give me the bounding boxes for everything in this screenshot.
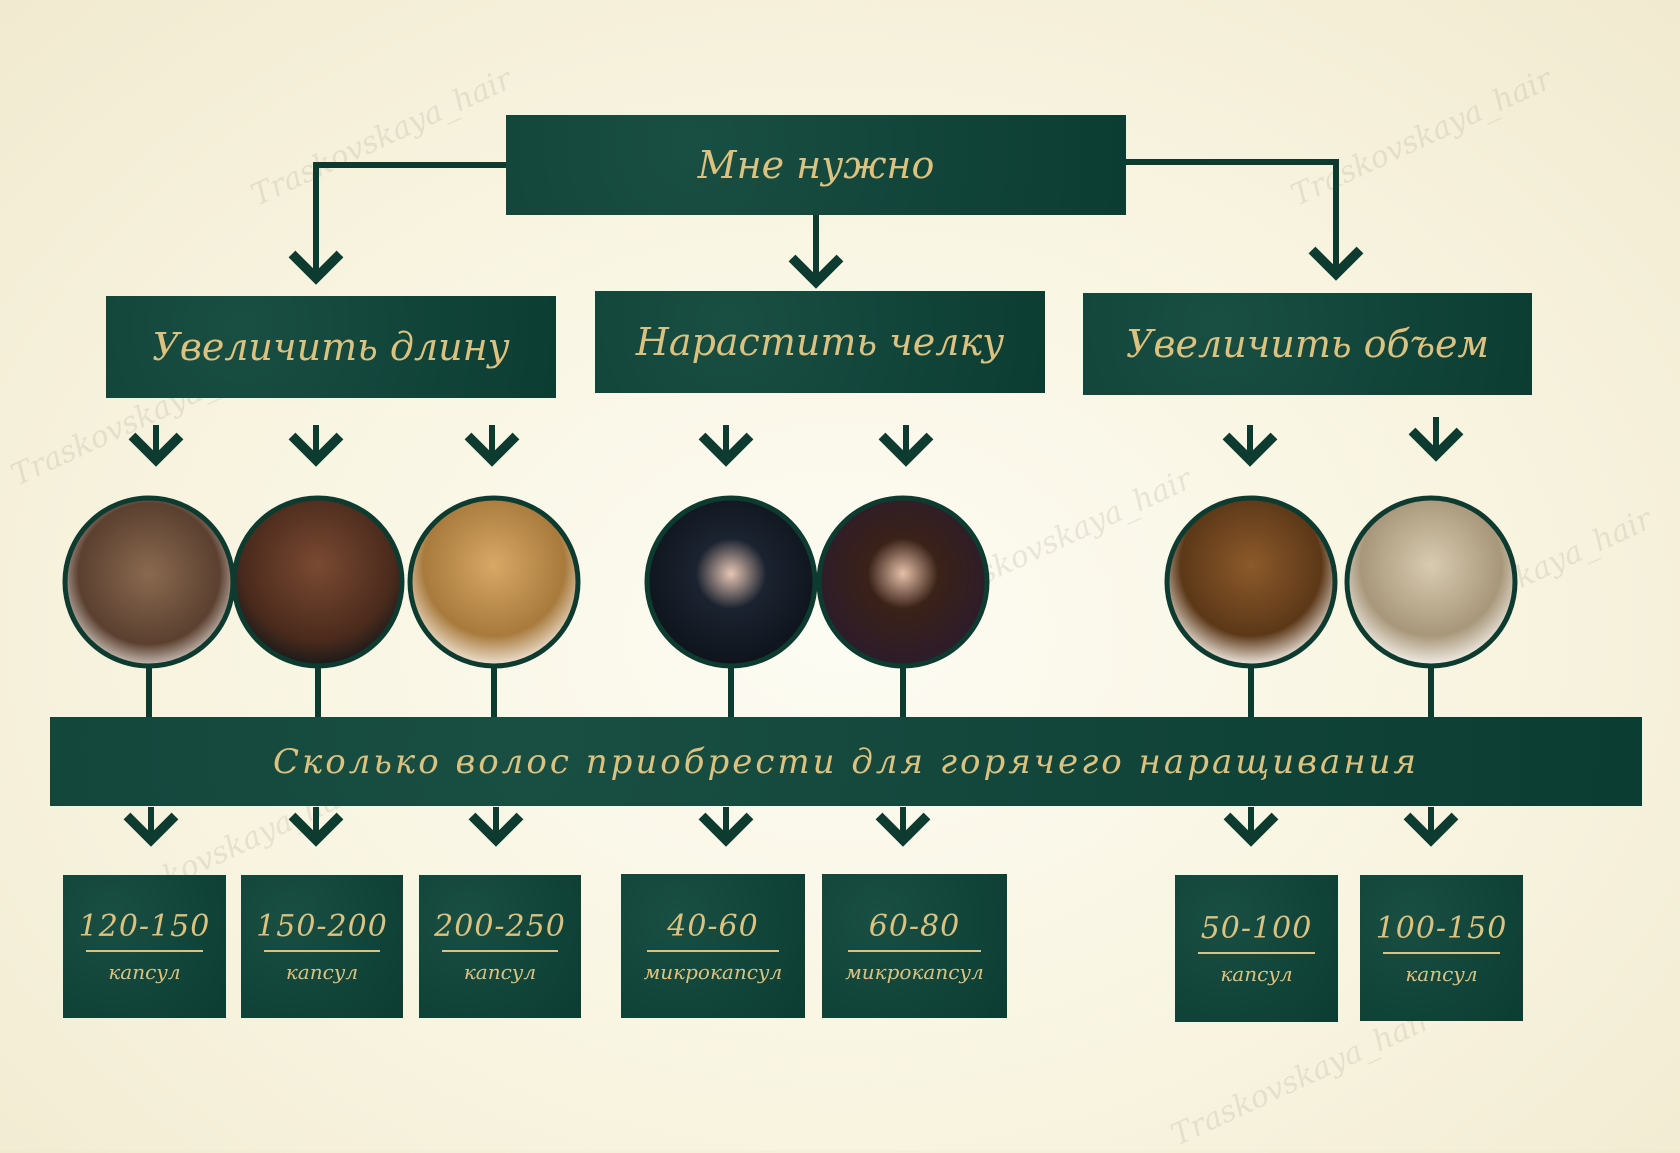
- hair-photo-bangs-dark: [644, 495, 818, 669]
- category-length-box: Увеличить длину: [106, 296, 556, 398]
- qty-divider: [847, 949, 982, 952]
- arrow-title-right: [1123, 159, 1364, 281]
- qty-box-3: 200-250 капсул: [419, 875, 581, 1018]
- band-box: Сколько волос приобрести для горячего на…: [50, 717, 1642, 806]
- qty-value: 150-200: [256, 909, 388, 944]
- arrow-title-left: [288, 162, 509, 285]
- category-bangs-label: Нарастить челку: [635, 320, 1005, 364]
- hair-photo-volume-brown: [1164, 495, 1338, 669]
- qty-value: 60-80: [868, 908, 961, 944]
- qty-value: 50-100: [1200, 911, 1313, 946]
- category-length-label: Увеличить длину: [152, 325, 510, 369]
- qty-divider: [1382, 951, 1501, 954]
- qty-divider: [263, 950, 381, 952]
- qty-unit: капсул: [1220, 962, 1293, 986]
- hair-photo-short: [407, 495, 581, 669]
- qty-divider: [1197, 952, 1316, 954]
- qty-box-2: 150-200 капсул: [241, 875, 403, 1018]
- qty-unit: микрокапсул: [643, 959, 783, 984]
- qty-unit: микрокапсул: [845, 959, 984, 984]
- category-bangs-box: Нарастить челку: [595, 291, 1045, 393]
- hair-photo-long: [62, 495, 236, 669]
- qty-unit: капсул: [1405, 961, 1478, 986]
- category-volume-label: Увеличить объем: [1125, 322, 1490, 366]
- hair-photo-bob: [231, 495, 405, 669]
- qty-value: 200-250: [434, 909, 566, 944]
- qty-divider: [646, 949, 780, 952]
- qty-value: 40-60: [667, 908, 759, 944]
- qty-box-4: 40-60 микрокапсул: [621, 874, 805, 1018]
- qty-value: 100-150: [1375, 910, 1508, 946]
- qty-box-7: 100-150 капсул: [1360, 875, 1523, 1021]
- qty-unit: капсул: [463, 960, 537, 984]
- qty-value: 120-150: [78, 909, 211, 944]
- qty-unit: капсул: [285, 960, 359, 984]
- qty-box-1: 120-150 капсул: [63, 875, 226, 1018]
- category-volume-box: Увеличить объем: [1083, 293, 1532, 395]
- qty-divider: [441, 950, 559, 952]
- band-text: Сколько волос приобрести для горячего на…: [272, 741, 1420, 782]
- qty-box-6: 50-100 капсул: [1175, 875, 1338, 1022]
- hair-photo-bangs-brown: [816, 495, 990, 669]
- qty-box-5: 60-80 микрокапсул: [822, 874, 1007, 1018]
- title-text: Мне нужно: [697, 143, 935, 187]
- hair-photo-volume-blonde: [1344, 495, 1518, 669]
- qty-unit: капсул: [108, 960, 181, 984]
- qty-divider: [85, 950, 204, 952]
- title-box: Мне нужно: [506, 115, 1126, 215]
